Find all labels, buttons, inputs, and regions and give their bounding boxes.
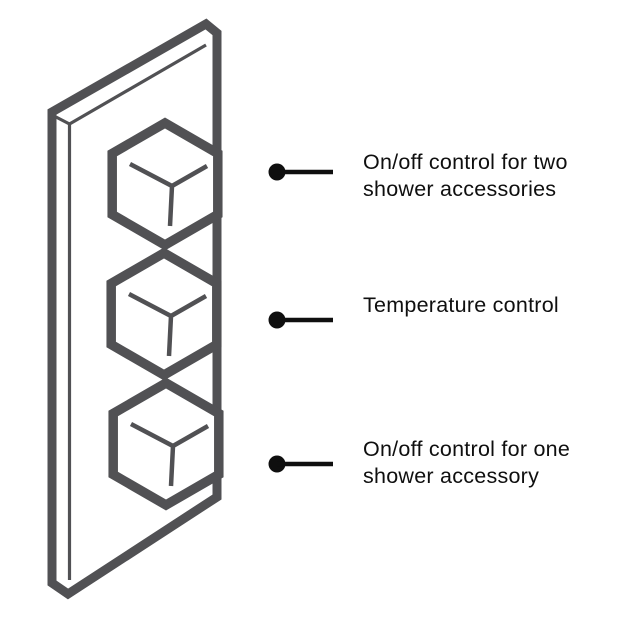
label-on-off-one-accessory: On/off control for one shower accessory [363,436,570,490]
label-line: shower accessory [363,464,540,488]
callout-markers [268,163,333,473]
label-on-off-two-accessories: On/off control for two shower accessorie… [363,149,568,203]
knob-bottom-cube-spokes [129,422,210,487]
callout-middle [268,311,333,329]
knob-top-cube-spokes [128,162,209,227]
knob-bottom-hexagon [108,377,224,511]
callout-top [268,163,333,181]
label-line: Temperature control [363,293,559,317]
panel-front-top-edge [68,43,207,126]
label-line: On/off control for two [363,150,568,174]
panel-side-top-edge [55,115,71,126]
knob-outlines [106,117,224,511]
knob-bottom hexagon-cube-knob-icon [108,377,224,511]
knob-top-hexagon [107,117,223,251]
label-line: On/off control for one [363,437,571,461]
knob-middle-hexagon [106,247,222,381]
label-temperature-control: Temperature control [363,292,559,319]
knob-middle hexagon-cube-knob-icon [106,247,222,381]
label-line: shower accessories [363,177,557,201]
callout-bottom [268,455,333,473]
knob-top hexagon-cube-knob-icon [107,117,223,251]
knob-middle-cube-spokes [127,292,208,357]
